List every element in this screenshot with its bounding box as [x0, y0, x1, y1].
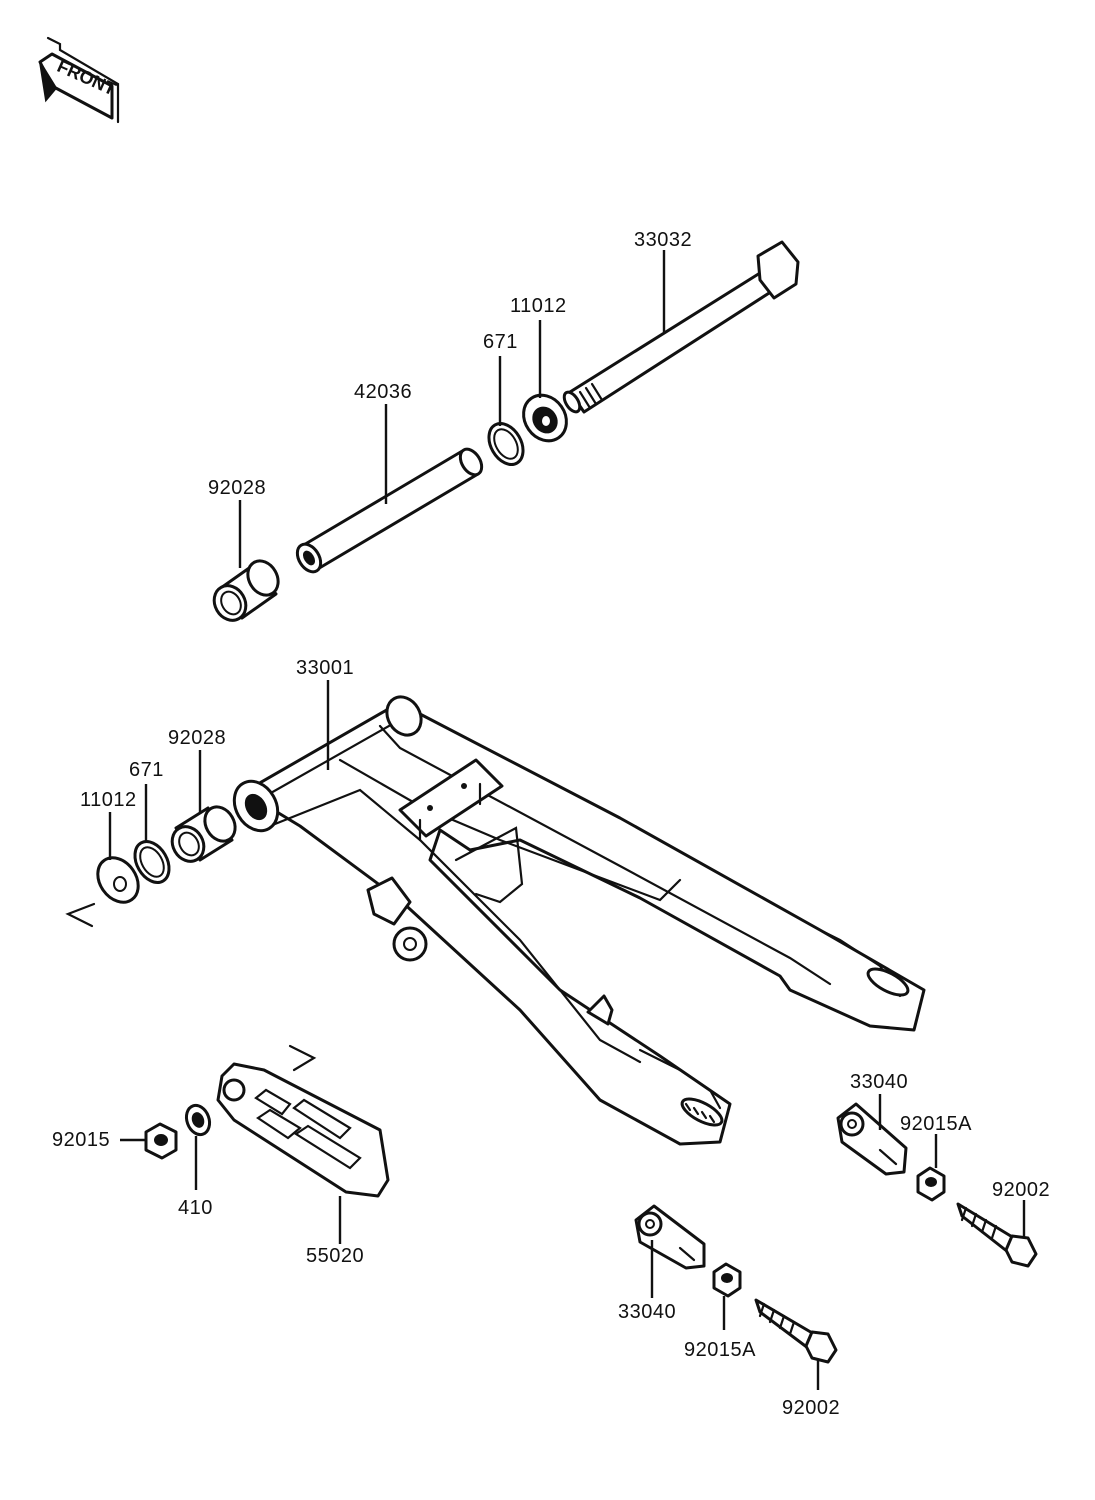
swingarm-33001 — [232, 695, 926, 1146]
adjuster-bolt-92002-bottom — [754, 1298, 838, 1364]
adjuster-link-33040-right — [836, 1102, 908, 1176]
front-arrow-marker: FRONT — [38, 36, 120, 124]
label-671-left: 671 — [129, 759, 164, 781]
label-33040-bottom: 33040 — [618, 1301, 676, 1323]
label-92015A-right: 92015A — [900, 1113, 972, 1135]
adjuster-bolt-92002-right — [956, 1202, 1038, 1268]
label-92028-top: 92028 — [208, 477, 266, 499]
label-33032: 33032 — [634, 229, 692, 251]
label-92028-left: 92028 — [168, 727, 226, 749]
washer-410 — [184, 1103, 212, 1137]
bushing-92028-left — [170, 805, 237, 863]
pivot-bolt-33032 — [562, 240, 800, 414]
label-33040-right: 33040 — [850, 1071, 908, 1093]
seal-11012-top — [522, 393, 568, 443]
nut-92015 — [144, 1122, 178, 1160]
alignment-mark-left — [65, 902, 96, 928]
adjuster-link-33040-bottom — [634, 1204, 706, 1270]
label-671-top: 671 — [483, 331, 518, 353]
label-11012-left: 11012 — [80, 789, 137, 811]
nut-92015A-bottom — [712, 1262, 742, 1298]
label-92002-right: 92002 — [992, 1179, 1050, 1201]
label-92015: 92015 — [52, 1129, 110, 1151]
label-92015A-bottom: 92015A — [684, 1339, 756, 1361]
alignment-mark-right — [288, 1044, 317, 1072]
nut-92015A-right — [916, 1166, 946, 1202]
label-410: 410 — [178, 1197, 213, 1219]
circlip-671-left — [133, 840, 171, 884]
label-92002-bottom: 92002 — [782, 1397, 840, 1419]
bushing-92028-top — [212, 559, 280, 622]
sleeve-42036 — [295, 447, 484, 574]
label-42036: 42036 — [354, 381, 412, 403]
label-33001: 33001 — [296, 657, 354, 679]
circlip-671-top — [487, 422, 525, 466]
label-11012-top: 11012 — [510, 295, 567, 317]
label-55020: 55020 — [306, 1245, 364, 1267]
seal-11012-left — [96, 856, 140, 904]
chain-guide-55020 — [216, 1062, 390, 1198]
